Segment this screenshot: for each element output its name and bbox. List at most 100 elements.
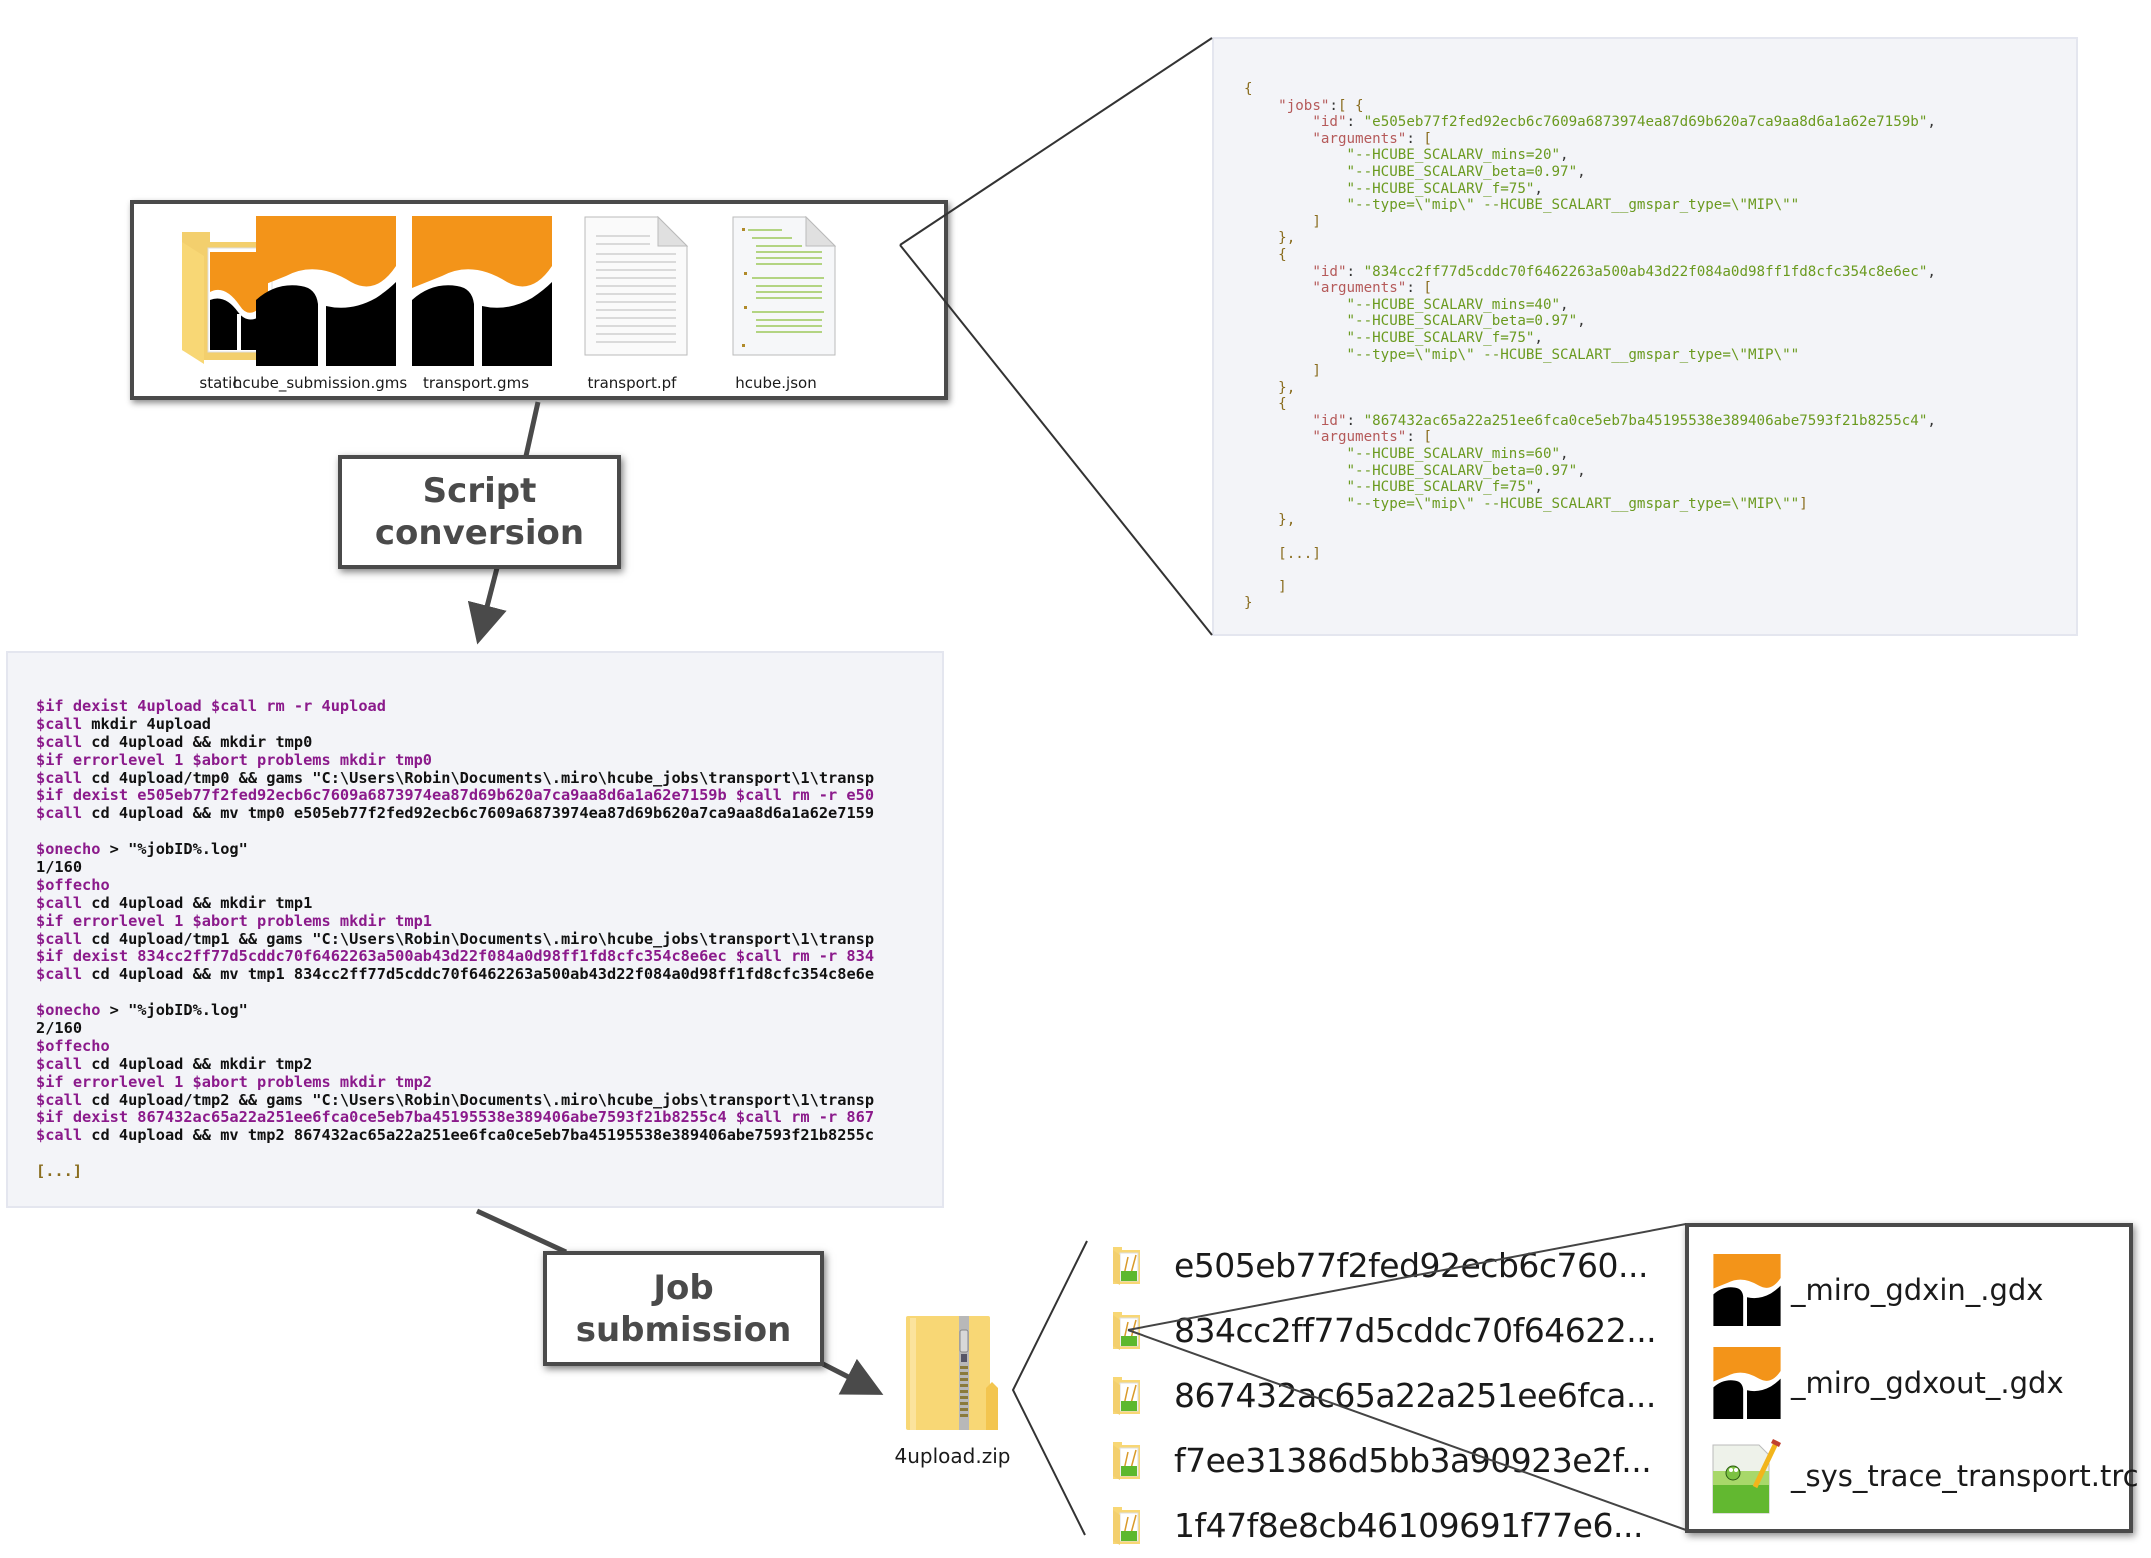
script-line bbox=[36, 1145, 942, 1163]
archive-4upload-zip[interactable] bbox=[906, 1316, 998, 1436]
job-results-panel: _miro_gdxin_.gdx _miro_gdxout_.gdx _sys_… bbox=[1685, 1223, 2139, 1533]
gams-job-folder-icon bbox=[1113, 1312, 1140, 1350]
gams-file-icon bbox=[256, 216, 396, 366]
script-keyword: $onecho bbox=[36, 1001, 101, 1020]
script-text: cd 4upload && mv tmp1 834cc2ff77d5cddc70… bbox=[82, 965, 875, 984]
step-script-conversion: Script conversion bbox=[338, 455, 621, 569]
script-line: $if errorlevel 1 $abort problems mkdir t… bbox=[36, 1072, 942, 1092]
result-file-name: _sys_trace_transport.trc bbox=[1791, 1459, 2139, 1493]
json-file-icon bbox=[732, 216, 836, 356]
script-line: $call cd 4upload && mv tmp1 834cc2ff77d5… bbox=[36, 965, 942, 984]
job-folder-item[interactable]: 867432ac65a22a251ee6fca... bbox=[1112, 1375, 1656, 1415]
script-line: $if dexist e505eb77f2fed92ecb6c7609a6873… bbox=[36, 787, 942, 805]
script-text: 1/160 bbox=[36, 858, 83, 877]
script-line: $call cd 4upload && mkdir tmp0 bbox=[36, 732, 942, 752]
script-line: $onecho > "%jobID%.log" bbox=[36, 1001, 942, 1020]
script-keyword: $call bbox=[36, 768, 83, 787]
step-label-line: conversion bbox=[374, 513, 585, 553]
flow-arrow-job-to-zip bbox=[821, 1358, 884, 1395]
script-text: cd 4upload && mv tmp2 867432ac65a22a251e… bbox=[82, 1126, 875, 1145]
source-files-panel: static hcube_submission.gms transport.gm… bbox=[130, 200, 948, 400]
script-keyword: $call bbox=[36, 893, 83, 912]
script-line: $onecho > "%jobID%.log" bbox=[36, 840, 942, 859]
job-folder-item[interactable]: 1f47f8e8cb46109691f77e6... bbox=[1112, 1505, 1643, 1545]
flow-line-code-to-job bbox=[475, 1208, 568, 1255]
script-text: cd 4upload/tmp0 && gams "C:\Users\Robin\… bbox=[82, 768, 875, 787]
script-text: cd 4upload/tmp2 && gams "C:\Users\Robin\… bbox=[82, 1090, 875, 1109]
script-line: $if dexist 4upload $call rm -r 4upload bbox=[36, 697, 942, 716]
text-file-icon bbox=[584, 216, 688, 356]
job-folder-item[interactable]: 834cc2ff77d5cddc70f64622... bbox=[1112, 1310, 1657, 1350]
script-keyword: $call bbox=[36, 1090, 83, 1109]
script-keyword: $call bbox=[36, 965, 83, 984]
script-keyword: $if dexist e505eb77f2fed92ecb6c7609a6873… bbox=[36, 786, 875, 805]
script-line: $call cd 4upload && mkdir tmp2 bbox=[36, 1054, 942, 1074]
script-keyword: $call bbox=[36, 929, 83, 948]
file-label: hcube_submission.gms bbox=[232, 374, 408, 392]
file-label: hcube.json bbox=[735, 374, 817, 392]
script-keyword: $call bbox=[36, 1126, 83, 1145]
script-keyword: $if errorlevel 1 $abort problems mkdir t… bbox=[36, 1072, 433, 1091]
step-job-submission: Job submission bbox=[543, 1251, 824, 1366]
result-file-item[interactable]: _miro_gdxout_.gdx bbox=[1711, 1347, 2064, 1419]
script-line: $call cd 4upload && mv tmp2 867432ac65a2… bbox=[36, 1126, 942, 1145]
gams-file-icon bbox=[1713, 1347, 1781, 1419]
script-text: > "%jobID%.log" bbox=[100, 1001, 248, 1020]
script-text: cd 4upload && mkdir tmp1 bbox=[82, 893, 313, 912]
script-line: $offecho bbox=[36, 1036, 942, 1056]
script-keyword: $call bbox=[36, 804, 83, 823]
script-line bbox=[36, 823, 942, 841]
script-line: $call cd 4upload && mv tmp0 e505eb77f2fe… bbox=[36, 804, 942, 823]
script-line bbox=[36, 984, 942, 1002]
converted-gams-script: $if dexist 4upload $call rm -r 4upload$c… bbox=[6, 651, 944, 1208]
flow-arrow-script-to-code bbox=[467, 567, 507, 645]
script-text: cd 4upload && mkdir tmp2 bbox=[82, 1054, 313, 1073]
step-label-line: Script bbox=[422, 471, 537, 511]
file-label: transport.gms bbox=[422, 374, 530, 392]
script-line: $if errorlevel 1 $abort problems mkdir t… bbox=[36, 750, 942, 770]
gams-file-icon bbox=[412, 216, 552, 366]
script-keyword: $if errorlevel 1 $abort problems mkdir t… bbox=[36, 911, 433, 930]
script-keyword: $call bbox=[36, 1054, 83, 1073]
job-folder-name: f7ee31386d5bb3a90923e2f... bbox=[1174, 1440, 1652, 1480]
script-keyword: $onecho bbox=[36, 840, 101, 859]
job-folder-name: 867432ac65a22a251ee6fca... bbox=[1174, 1375, 1656, 1415]
file-label: static bbox=[199, 374, 241, 392]
script-line: 1/160 bbox=[36, 858, 942, 877]
script-line: $call cd 4upload/tmp2 && gams "C:\Users\… bbox=[36, 1090, 942, 1110]
step-label-line: Job bbox=[653, 1267, 714, 1308]
result-file-name: _miro_gdxin_.gdx bbox=[1791, 1273, 2044, 1307]
script-keyword: $if dexist 867432ac65a22a251ee6fca0ce5eb… bbox=[36, 1108, 875, 1127]
script-line: $call cd 4upload/tmp0 && gams "C:\Users\… bbox=[36, 768, 942, 788]
script-line: $if errorlevel 1 $abort problems mkdir t… bbox=[36, 911, 942, 931]
script-text: cd 4upload && mv tmp0 e505eb77f2fed92ecb… bbox=[82, 804, 875, 823]
script-text: 2/160 bbox=[36, 1019, 83, 1038]
script-line: $if dexist 834cc2ff77d5cddc70f6462263a50… bbox=[36, 948, 942, 966]
gams-job-folder-icon bbox=[1113, 1247, 1140, 1285]
script-line: $offecho bbox=[36, 875, 942, 895]
job-folder-item[interactable]: f7ee31386d5bb3a90923e2f... bbox=[1112, 1440, 1652, 1480]
script-text: cd 4upload && mkdir tmp0 bbox=[82, 732, 313, 751]
script-keyword: $if errorlevel 1 $abort problems mkdir t… bbox=[36, 750, 433, 769]
job-folder-item[interactable]: e505eb77f2fed92ecb6c760... bbox=[1112, 1245, 1649, 1285]
script-text: cd 4upload/tmp1 && gams "C:\Users\Robin\… bbox=[82, 929, 875, 948]
file-label: transport.pf bbox=[587, 374, 677, 392]
script-line: $call mkdir 4upload bbox=[36, 714, 942, 734]
step-label-line: submission bbox=[575, 1309, 792, 1350]
job-folder-name: e505eb77f2fed92ecb6c760... bbox=[1174, 1245, 1649, 1285]
hcube-json-content: { "jobs":[ { "id": "e505eb77f2fed92ecb6c… bbox=[1212, 37, 2078, 636]
gams-job-folder-icon bbox=[1113, 1442, 1140, 1480]
archive-label: 4upload.zip bbox=[894, 1444, 1011, 1468]
script-line: [...] bbox=[36, 1162, 942, 1181]
zoom-line-folder-bottom bbox=[1127, 1329, 1687, 1531]
notepad-file-icon bbox=[1712, 1439, 1781, 1514]
gams-file-icon bbox=[1713, 1254, 1781, 1326]
script-keyword: $call bbox=[36, 732, 83, 751]
job-folder-name: 834cc2ff77d5cddc70f64622... bbox=[1174, 1310, 1657, 1350]
result-file-item[interactable]: _sys_trace_transport.trc bbox=[1711, 1437, 2139, 1515]
result-file-item[interactable]: _miro_gdxin_.gdx bbox=[1711, 1254, 2043, 1326]
script-text: mkdir 4upload bbox=[82, 714, 211, 733]
script-keyword: $offecho bbox=[36, 1036, 110, 1055]
script-keyword: $offecho bbox=[36, 875, 110, 894]
script-ellipsis: [...] bbox=[36, 1162, 83, 1181]
